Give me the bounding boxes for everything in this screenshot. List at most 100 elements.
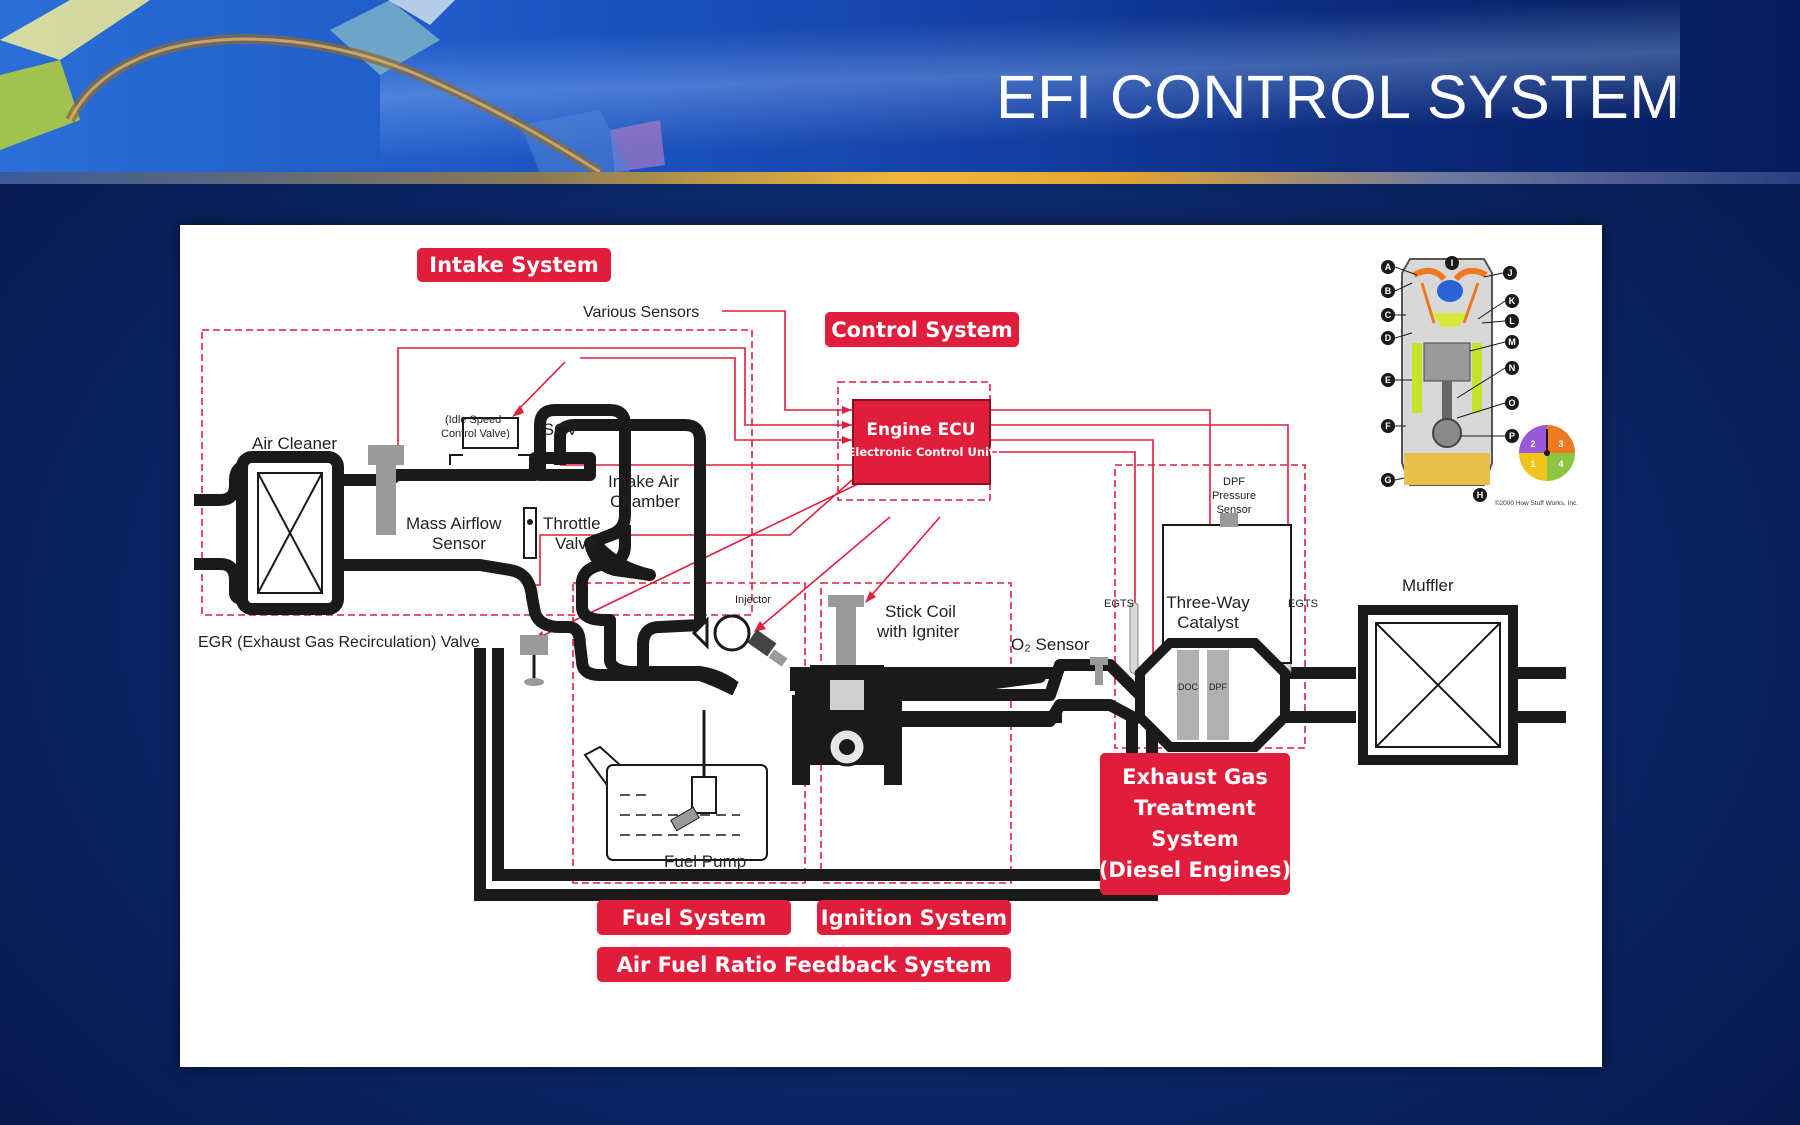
exhaust-tag-line-1: Exhaust Gas	[1122, 765, 1268, 789]
title-banner	[0, 0, 1800, 172]
arrowhead-injector	[754, 621, 766, 632]
stroke-wheel-3: 3	[1558, 439, 1563, 449]
egr-valve	[520, 635, 548, 686]
inset-label-d: D	[1385, 333, 1392, 343]
engine-cutaway-inset	[1372, 253, 1578, 508]
dpf-label: DPF	[1209, 682, 1228, 692]
inset-label-f: F	[1385, 421, 1391, 431]
fuel-pump	[670, 710, 717, 832]
intake-air-chamber-line-1: Intake Air	[608, 472, 679, 491]
o2-sensor	[1090, 657, 1108, 685]
exhaust-tag-line-2: Treatment	[1134, 796, 1256, 820]
engine-block	[792, 665, 902, 785]
ecu-to-injector-arrow	[759, 516, 891, 628]
inset-label-o: O	[1508, 398, 1515, 408]
doc-label: DOC	[1178, 682, 1199, 692]
mass-airflow-line-1: Mass Airflow	[406, 514, 502, 533]
three-way-catalyst-line-2: Catalyst	[1177, 613, 1239, 632]
exhaust-tag-line-3: System	[1151, 827, 1238, 851]
inset-label-c: C	[1385, 310, 1392, 320]
fuel-system-tag: Fuel System	[597, 900, 791, 935]
throttle-valve-line-2: Valve	[555, 534, 596, 553]
throttle-valve-line-1: Throttle	[543, 514, 601, 533]
feedback-system-label: Air Fuel Ratio Feedback System	[617, 953, 992, 977]
inset-label-i: I	[1451, 258, 1454, 268]
egts-right-label: EGTS	[1288, 598, 1318, 610]
mass-airflow-line-2: Sensor	[432, 534, 486, 553]
inset-label-h: H	[1477, 490, 1484, 500]
arrowhead-coil	[865, 591, 876, 603]
ecu-to-coil-arrow	[869, 516, 941, 598]
fuel-pump-label: Fuel Pump	[664, 852, 746, 871]
intake-system-boundary	[201, 329, 753, 616]
inset-label-k: K	[1509, 296, 1516, 306]
engine-ecu: Engine ECU (Electronic Control Unit)	[842, 399, 1000, 485]
pipework	[194, 404, 1145, 727]
egr-valve-label: EGR (Exhaust Gas Recirculation) Valve	[198, 634, 480, 651]
iscv-label: ISCV	[538, 420, 578, 439]
ignition-system-label: Ignition System	[821, 906, 1007, 930]
stick-coil-line-1: Stick Coil	[885, 602, 956, 621]
dpf-pressure-line-3: Sensor	[1217, 504, 1252, 516]
arrowhead-iscv	[512, 405, 524, 417]
fuel-system-boundary	[572, 582, 806, 884]
arrowhead-ecu-1	[842, 406, 852, 414]
intake-air-chamber-line-2: Chamber	[610, 492, 680, 511]
mass-airflow-sensor	[368, 445, 404, 535]
muffler-label: Muffler	[1402, 576, 1454, 595]
o2-sensor-label: O₂ Sensor	[1011, 635, 1090, 654]
stick-coil-line-2: with Igniter	[876, 622, 960, 641]
ecu-name: Engine ECU	[866, 420, 975, 440]
inset-label-e: E	[1385, 375, 1391, 385]
stick-coil	[828, 595, 864, 665]
banner-gold-stripe	[0, 172, 1800, 184]
inset-label-a: A	[1385, 262, 1392, 272]
ecu-to-iscv-arrow	[514, 361, 566, 414]
fuel-system-label: Fuel System	[622, 906, 766, 930]
feedback-system-tag: Air Fuel Ratio Feedback System	[597, 947, 1011, 982]
inset-copyright: ©2000 How Stuff Works, Inc.	[1495, 499, 1579, 507]
dpf-pressure-line-2: Pressure	[1212, 490, 1256, 502]
banner-decoration	[0, 0, 665, 172]
dpf-pressure-line-1: DPF	[1223, 476, 1245, 488]
fuel-tank	[583, 745, 768, 861]
injector-label: Injector	[735, 594, 771, 606]
injector	[691, 614, 788, 667]
arrowhead-ecu-2	[842, 421, 852, 429]
control-system-label: Control System	[831, 318, 1013, 342]
inset-label-n: N	[1509, 363, 1516, 373]
inset-label-m: M	[1508, 337, 1516, 347]
iscv-valve	[449, 417, 533, 467]
exhaust-tag-line-4: (Diesel Engines)	[1099, 858, 1292, 882]
slide-title: EFI CONTROL SYSTEM	[996, 63, 1681, 131]
stroke-wheel-4: 4	[1558, 459, 1563, 469]
inset-label-l: L	[1509, 316, 1515, 326]
air-cleaner	[236, 451, 344, 615]
iscv-full-line-2: Control Valve)	[441, 428, 510, 440]
various-sensors-label: Various Sensors	[583, 304, 699, 321]
stroke-wheel-1: 1	[1530, 459, 1535, 469]
air-cleaner-label: Air Cleaner	[252, 434, 337, 453]
egts-left-label: EGTS	[1104, 598, 1134, 610]
ignition-system-tag: Ignition System	[817, 900, 1011, 935]
muffler	[1358, 605, 1518, 765]
stroke-wheel-2: 2	[1530, 439, 1535, 449]
three-way-catalyst	[1135, 513, 1292, 752]
intake-system-tag: Intake System	[417, 248, 611, 282]
three-way-catalyst-line-1: Three-Way	[1166, 593, 1250, 612]
iscv-full-line-1: (Idle Speed	[445, 414, 501, 426]
throttle-valve	[523, 507, 537, 559]
inset-label-j: J	[1507, 268, 1512, 278]
ecu-subtitle: (Electronic Control Unit)	[842, 445, 999, 459]
control-system-tag: Control System	[825, 312, 1019, 347]
exhaust-system-tag: Exhaust Gas Treatment System (Diesel Eng…	[1099, 753, 1292, 895]
inset-label-p: P	[1509, 431, 1515, 441]
inset-callouts: A B C D E F G J K L M N O P I H	[1381, 256, 1578, 507]
efi-diagram-panel: Engine ECU (Electronic Control Unit) Int…	[180, 225, 1602, 1067]
inset-label-b: B	[1385, 286, 1392, 296]
efi-diagram: Engine ECU (Electronic Control Unit) Int…	[194, 248, 1578, 982]
arrowhead-ecu-3	[842, 436, 852, 444]
intake-air-chamber	[554, 419, 706, 675]
inset-label-g: G	[1384, 475, 1391, 485]
stroke-wheel: 2 3 1 4	[1519, 425, 1575, 481]
